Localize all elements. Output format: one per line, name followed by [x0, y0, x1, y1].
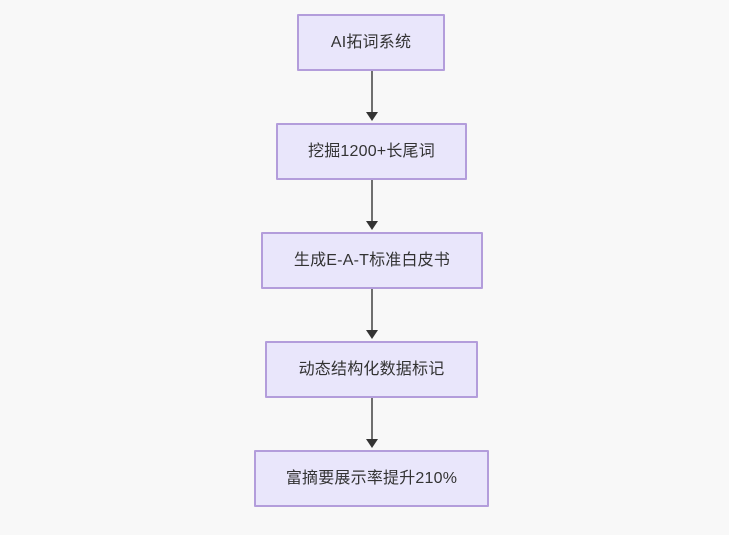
connector-arrowhead-2	[366, 221, 378, 230]
flow-node-4[interactable]: 动态结构化数据标记	[265, 341, 478, 398]
connector-line-4	[371, 398, 373, 441]
flow-node-1-label: AI拓词系统	[330, 33, 412, 51]
flow-node-3-label: 生成E-A-T标准白皮书	[293, 251, 451, 269]
connector-line-2	[371, 180, 373, 223]
flow-node-3[interactable]: 生成E-A-T标准白皮书	[261, 232, 483, 289]
flow-node-5[interactable]: 富摘要展示率提升210%	[254, 450, 489, 507]
connector-arrowhead-1	[366, 112, 378, 121]
flow-node-2[interactable]: 挖掘1200+长尾词	[276, 123, 467, 180]
flow-node-2-label: 挖掘1200+长尾词	[308, 142, 435, 160]
flow-node-1[interactable]: AI拓词系统	[297, 14, 445, 71]
flow-node-5-label: 富摘要展示率提升210%	[285, 469, 458, 487]
connector-line-1	[371, 71, 373, 114]
connector-arrowhead-3	[366, 330, 378, 339]
connector-arrowhead-4	[366, 439, 378, 448]
flow-node-4-label: 动态结构化数据标记	[298, 360, 445, 378]
connector-line-3	[371, 289, 373, 332]
